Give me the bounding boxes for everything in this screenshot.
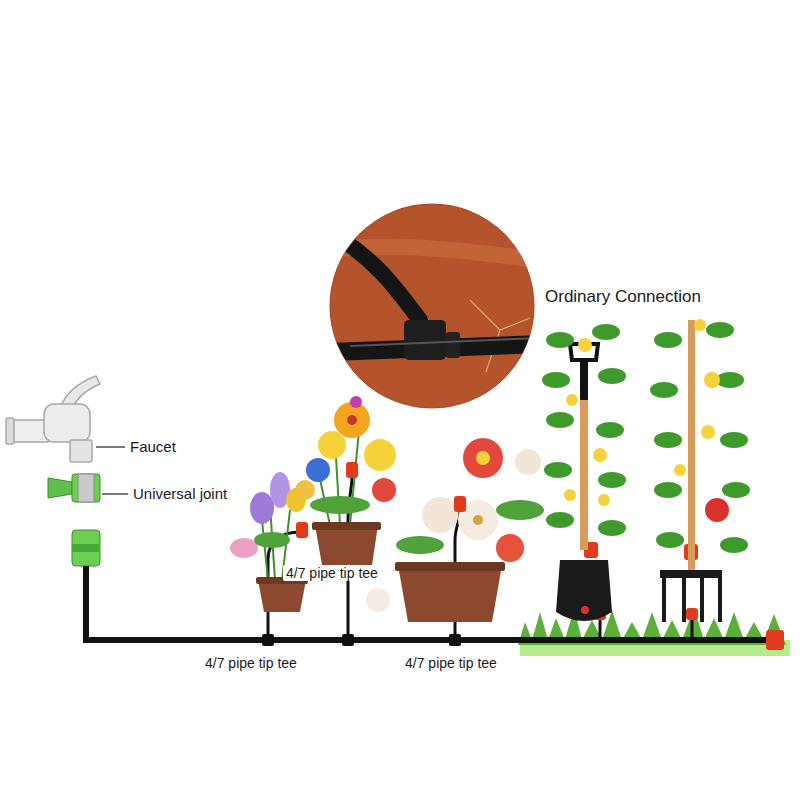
universal-joint-icon: [48, 474, 100, 502]
part-label: Universal joint: [133, 485, 227, 502]
faucet-icon: [6, 376, 100, 462]
plant-flower: [564, 319, 720, 506]
part-label: 4/7 pipe tip tee: [405, 655, 497, 671]
dripper-stake: [296, 462, 698, 620]
tee-fitting: [262, 634, 461, 646]
branch-tube: [268, 478, 692, 640]
inset-photo: [328, 202, 540, 410]
flower-pot-medium: [295, 396, 396, 565]
ladybug: [581, 606, 589, 614]
part-label: Faucet: [130, 438, 176, 455]
end-plug: [766, 630, 784, 650]
climbing-plant: [542, 322, 750, 553]
part-label: 4/7 pipe tip tee: [205, 655, 297, 671]
leader-line: [96, 446, 125, 447]
hose-connector-icon: [72, 530, 100, 566]
garden-fork: [660, 320, 722, 622]
section-heading: Ordinary Connection: [545, 287, 701, 307]
flower-pot-large: [366, 438, 544, 622]
part-label: 4/7 pipe tip tee: [283, 565, 381, 581]
main-pipe: [86, 566, 768, 640]
tomato: [705, 498, 729, 522]
grass: [518, 608, 790, 656]
leader-line: [102, 493, 128, 494]
